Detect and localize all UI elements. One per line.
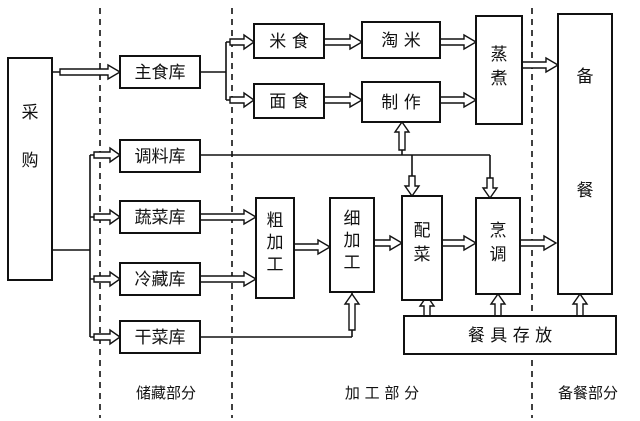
- node-tableware-storage: [403, 315, 617, 355]
- section-processing-label: 加 工 部 分: [345, 384, 419, 402]
- node-rough-process-label: 粗加工: [267, 211, 284, 275]
- node-rice-label: 米 食: [269, 32, 308, 52]
- node-steam-boil-label: 蒸煮: [491, 45, 508, 89]
- node-cold-storage: [119, 262, 201, 296]
- node-cooking: [475, 197, 521, 295]
- node-ingredients: [401, 195, 443, 301]
- node-staple-storage: [119, 55, 201, 89]
- node-vegetable-storage: [119, 200, 201, 234]
- node-cooking-label: 烹调: [490, 220, 507, 265]
- node-seasoning-storage: [119, 139, 201, 173]
- node-steam-boil: [475, 15, 523, 125]
- node-dry-food-storage: [119, 320, 201, 354]
- node-rough-process: [255, 197, 295, 299]
- node-dry-food-storage-label: 干菜库: [135, 328, 186, 348]
- node-cold-storage-label: 冷藏库: [135, 270, 186, 290]
- node-serving: [557, 13, 613, 295]
- node-purchase-label: 采 购: [22, 103, 39, 171]
- boxes: 采 购 主食库 调料库 蔬菜库 冷藏库 干菜库 米 食 面 食 淘 米 制 作 …: [7, 13, 617, 355]
- node-wash-rice-label: 淘 米: [381, 31, 420, 51]
- node-wheat-label: 面 食: [269, 92, 308, 112]
- node-make-label: 制 作: [381, 93, 420, 113]
- section-storage-label: 储藏部分: [136, 384, 196, 402]
- node-wheat: [253, 83, 325, 119]
- node-fine-process: [329, 197, 375, 293]
- node-vegetable-storage-label: 蔬菜库: [135, 208, 186, 228]
- section-labels: 储藏部分 加 工 部 分 备餐部分: [136, 384, 618, 402]
- node-ingredients-label: 配菜: [414, 221, 431, 265]
- node-staple-storage-label: 主食库: [135, 63, 186, 83]
- node-make: [361, 81, 441, 123]
- node-fine-process-label: 细加工: [344, 209, 361, 273]
- node-seasoning-storage-label: 调料库: [135, 147, 186, 167]
- node-purchase: [7, 57, 53, 281]
- section-serving-label: 备餐部分: [558, 384, 618, 402]
- arrows: [59, 33, 589, 346]
- node-tableware-storage-label: 餐 具 存 放: [468, 326, 552, 346]
- node-rice: [253, 23, 325, 59]
- node-wash-rice: [361, 21, 441, 59]
- node-serving-label: 备 餐: [577, 67, 594, 201]
